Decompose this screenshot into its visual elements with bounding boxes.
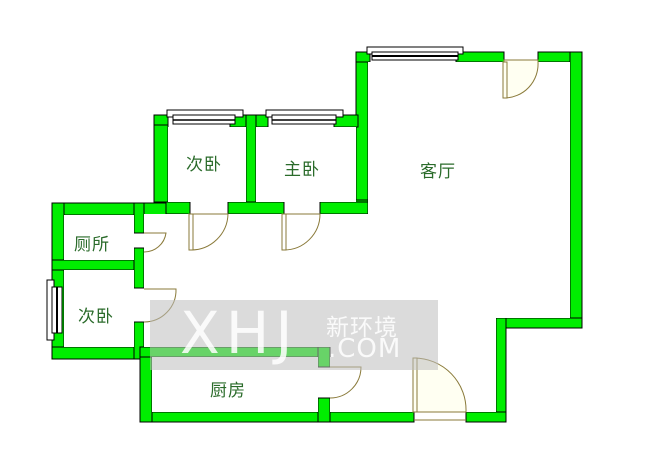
doors — [143, 59, 539, 421]
watermark-name: 新环境 — [326, 315, 398, 341]
room-label-master-bedroom: 主卧 — [284, 160, 320, 180]
window-master-bedroom — [265, 109, 344, 125]
room-label-toilet: 厕所 — [74, 235, 110, 255]
door-toilet — [143, 232, 167, 253]
walls — [51, 51, 583, 423]
room-label-secondary-bedroom-left: 次卧 — [78, 307, 114, 327]
door-master-bedroom — [281, 213, 321, 251]
room-label-living-room: 客厅 — [420, 162, 456, 182]
watermark-background — [150, 300, 438, 370]
door-living-room-balcony — [502, 59, 539, 99]
room-label-secondary-bedroom-top: 次卧 — [186, 155, 222, 175]
watermark-logo: XHJ — [180, 299, 299, 367]
windows — [46, 46, 464, 341]
window-bedroom-left — [46, 279, 63, 341]
window-bedroom-top — [166, 109, 244, 125]
door-bedroom-top — [188, 213, 229, 251]
window-living-room-top — [366, 46, 464, 61]
door-entrance — [412, 357, 467, 421]
watermark-domain: .COM — [328, 334, 402, 364]
room-label-kitchen: 厨房 — [210, 381, 246, 401]
